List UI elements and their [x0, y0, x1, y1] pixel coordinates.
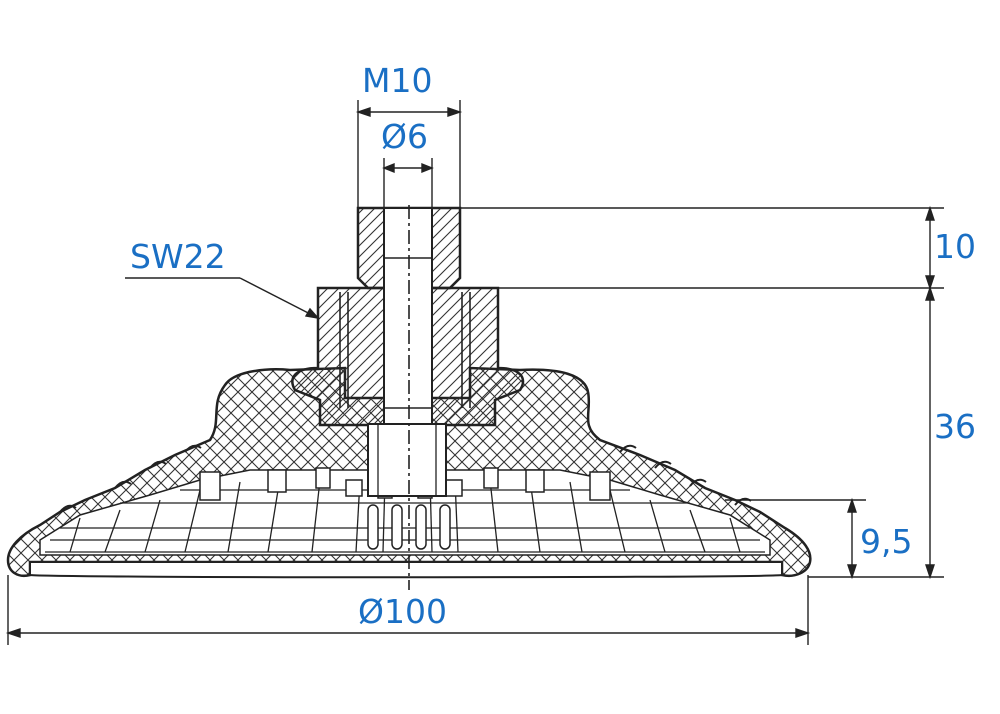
- support-grid: [39, 467, 771, 556]
- dimension-lines: [5, 100, 944, 645]
- grid-horizontal-lines: [45, 489, 765, 553]
- thread-height-label: 10: [934, 227, 976, 266]
- rubber-lip: [29, 561, 783, 579]
- grid-vertical-ribs: [69, 477, 741, 553]
- stud-bore: [383, 207, 433, 425]
- center-ribs: [367, 504, 451, 550]
- stud-inner-lines: [339, 292, 471, 408]
- wrench-size-label: SW22: [130, 237, 226, 276]
- bore-diameter-label: Ø6: [381, 117, 428, 156]
- thread-size-label: M10: [362, 61, 433, 100]
- stud-bottom-insert: [367, 423, 447, 497]
- pad-height-label: 9,5: [860, 522, 913, 561]
- outer-diameter-label: Ø100: [358, 592, 447, 631]
- total-height-label: 36: [934, 407, 976, 446]
- rubber-edge-bumps: [59, 444, 752, 513]
- threaded-stud: [291, 206, 525, 497]
